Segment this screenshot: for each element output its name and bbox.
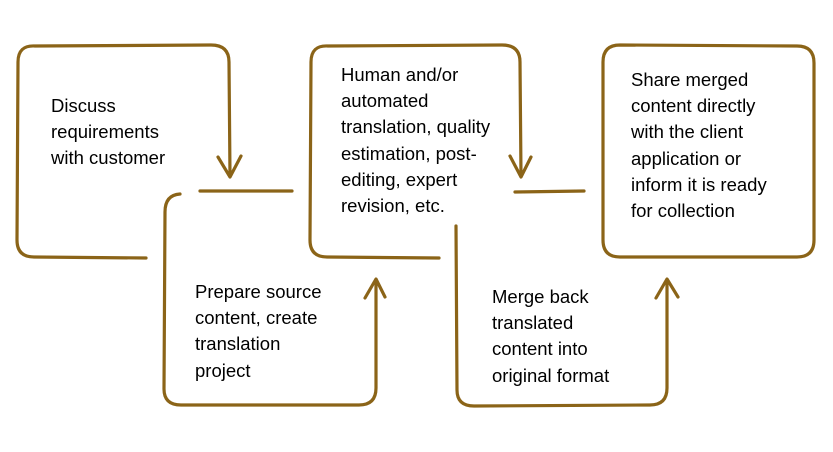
step-2-arrowhead: [363, 277, 387, 300]
step-3-outline: [308, 43, 523, 260]
step-1-outline: [15, 43, 232, 260]
step-4-arrowhead: [654, 277, 680, 300]
step-1-arrowhead: [216, 154, 243, 179]
step-3-arrowhead: [508, 154, 533, 179]
step-5-outline: [601, 43, 816, 259]
step-2-prepare-source-content: Prepare source content, create translati…: [195, 281, 322, 381]
step-4-outline: [454, 224, 669, 408]
connector-3-4: [513, 189, 586, 194]
step-4-merge-back: Merge back translated content into origi…: [492, 286, 610, 386]
step-5-share-merged-content: Share merged content directly with the c…: [631, 69, 767, 222]
step-1-discuss-requirements: Discuss requirements with customer: [51, 95, 166, 169]
step-2-outline: [162, 192, 378, 407]
step-3-translation: Human and/or automated translation, qual…: [341, 64, 491, 217]
